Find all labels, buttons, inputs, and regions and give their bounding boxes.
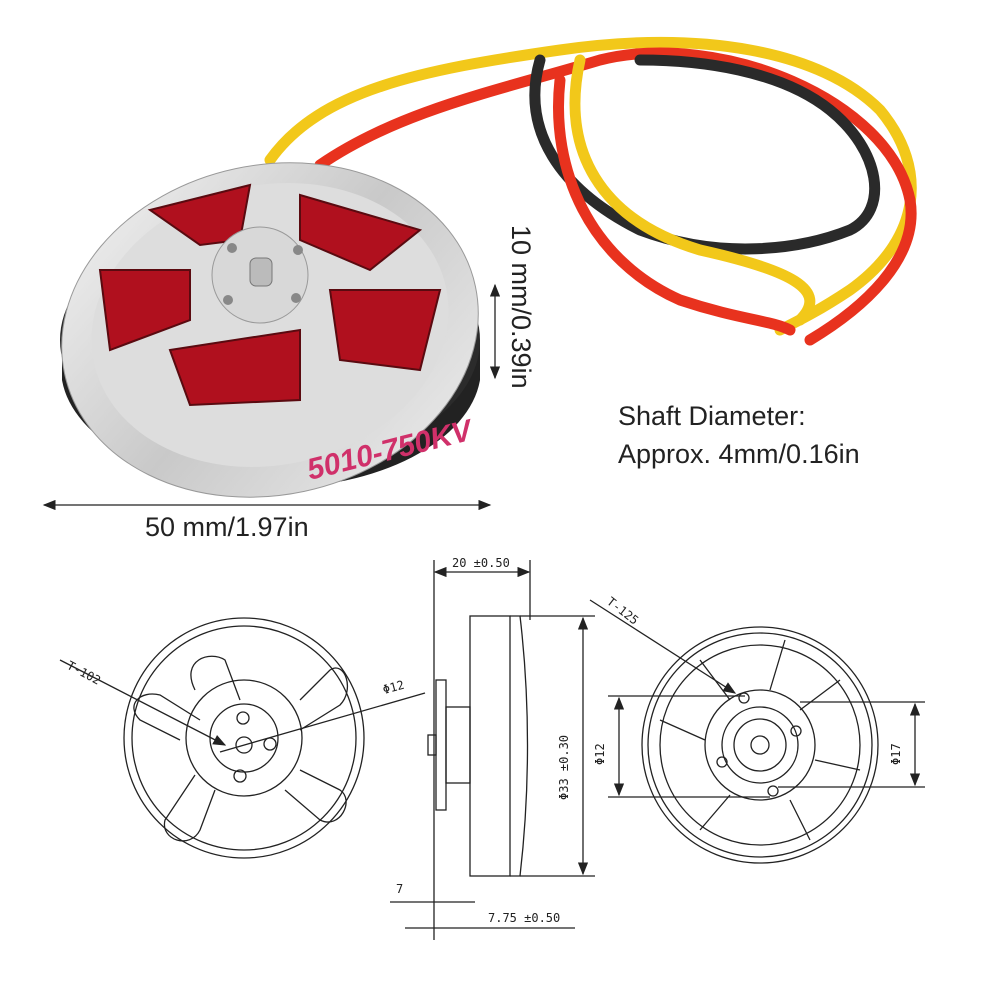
side-diameter-label: Φ33 ±0.30: [557, 735, 571, 800]
side-view-drawing: 20 ±0.50 Φ33 ±0.30 7 7.75 ±0.50: [390, 556, 595, 940]
width-dimension: 50 mm/1.97in: [145, 512, 309, 542]
front-hole-label: Φ12: [381, 678, 406, 697]
shaft: [249, 257, 273, 287]
front-screw-label: T-102: [65, 658, 103, 687]
motor-wires: [264, 37, 917, 346]
screw-icon: [293, 245, 303, 255]
side-offset-label: 7.75 ±0.50: [488, 911, 560, 925]
screw-icon: [227, 243, 237, 253]
screw-icon: [223, 295, 233, 305]
side-width-label: 20 ±0.50: [452, 556, 510, 570]
back-right-diameter-label: Φ17: [889, 743, 903, 765]
screw-icon: [291, 293, 301, 303]
back-view-drawing: T-125 Φ12 Φ17: [589, 594, 925, 864]
side-shaft-label: 7: [396, 882, 403, 896]
back-left-diameter-label: Φ12: [593, 743, 607, 765]
height-dimension: 10 mm/0.39in: [506, 225, 536, 389]
shaft-value: Approx. 4mm/0.16in: [618, 439, 860, 469]
shaft-title: Shaft Diameter:: [618, 401, 806, 431]
coil-windows: [98, 183, 442, 407]
back-screw-label: T-125: [604, 594, 641, 627]
motor-photo: 5010-750KV: [60, 162, 480, 498]
front-view-drawing: T-102 Φ12: [59, 617, 426, 859]
